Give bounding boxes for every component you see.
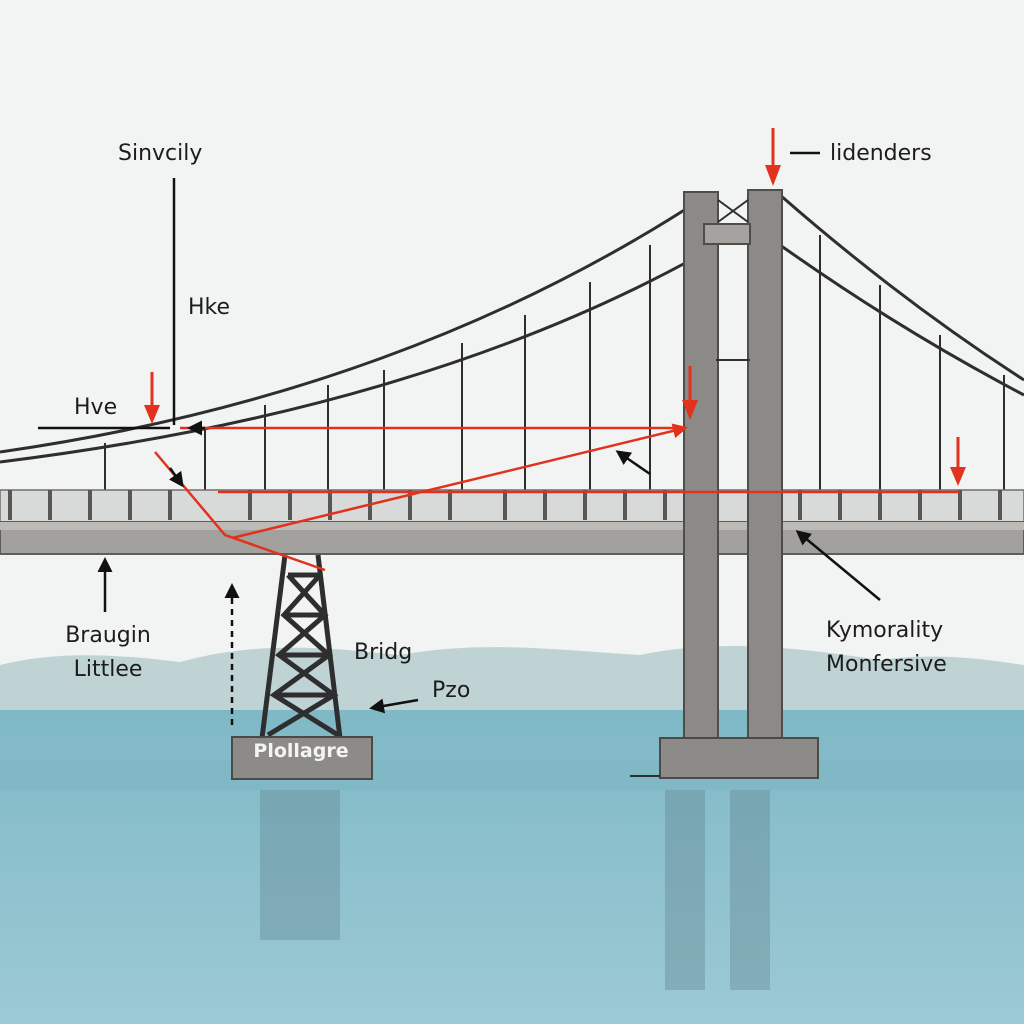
pzo-leader (369, 698, 419, 714)
deck-railing (0, 489, 1024, 523)
label-hke: Hke (188, 295, 231, 320)
label-pzo: Pzo (432, 678, 471, 703)
load-arrows (144, 128, 966, 486)
lattice-pier (259, 554, 343, 739)
water (0, 710, 1024, 1024)
water-band (0, 760, 1024, 790)
label-monfersive: Monfersive (826, 652, 947, 677)
pier-base (231, 736, 373, 780)
label-hve: Hve (74, 395, 118, 420)
deck-highlight (0, 522, 1024, 530)
label-lidenders: lidenders (830, 141, 932, 166)
label-braugin: Braugin (65, 623, 151, 648)
hangers (104, 235, 1005, 495)
reflections (260, 790, 770, 990)
main-tower (630, 189, 819, 779)
label-littlee: Littlee (73, 657, 143, 682)
pier-base-label: Plollagre (253, 740, 349, 762)
label-bridg: Bridg (354, 640, 413, 665)
tower-pointer (615, 450, 651, 476)
diagonal-force-line (231, 423, 688, 540)
kymorality-leader (795, 530, 881, 601)
leader-lines (38, 151, 881, 725)
label-sinvcily: Sinvcily (118, 141, 203, 166)
label-kymorality: Kymorality (826, 618, 944, 643)
